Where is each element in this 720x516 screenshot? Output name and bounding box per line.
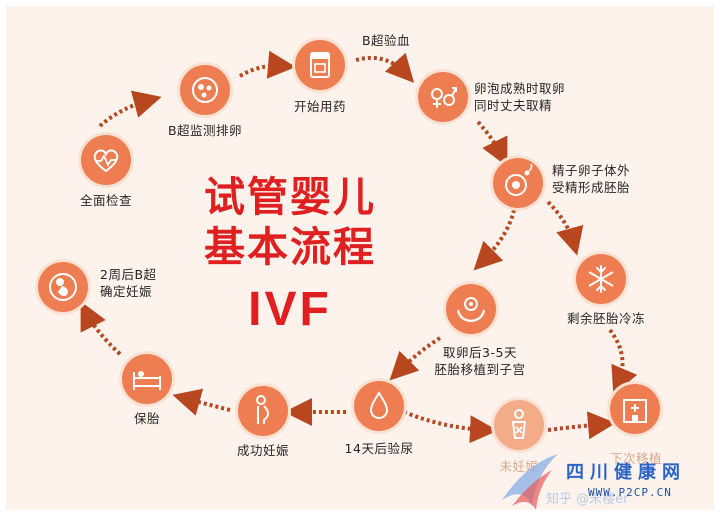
confirm-node [38, 262, 88, 312]
drop-icon [369, 391, 389, 420]
watermark-url: WWW.P2CP.CN [588, 486, 672, 499]
arrow-freeze-to-next [608, 328, 638, 396]
hospital-icon [623, 399, 647, 423]
arrow-monitor-to-medication [238, 50, 296, 79]
title-line-1: 试管婴儿 [204, 173, 376, 221]
arrow-retrieval-to-fertilization [476, 120, 508, 167]
next-cycle-label: 下次移植 [609, 451, 662, 466]
sperm-egg-icon [505, 163, 533, 196]
arrow-urine-to-notpregnant [403, 410, 498, 444]
watermark-platform: 知乎 @宋楼er [546, 492, 629, 507]
freeze-label: 剩余胚胎冷冻 [566, 311, 645, 326]
arrow-fertilization-to-freeze [546, 200, 584, 256]
transfer-node [446, 284, 496, 334]
watermark-site-name: 四川健康网 [566, 462, 686, 483]
title-abbreviation: IVF [248, 283, 332, 336]
arrow-success-to-care [172, 388, 231, 416]
diagram-title: 试管婴儿 基本流程 [200, 172, 380, 272]
fetus-icon [49, 273, 77, 301]
monitor-label: B超监测排卵 [167, 123, 243, 138]
medicine-box-icon [310, 52, 330, 78]
freeze-node [576, 254, 626, 304]
arrow-medication-to-retrieval [355, 52, 415, 83]
title-line-2: 基本流程 [204, 223, 376, 271]
success-label: 成功妊娠 [236, 443, 289, 458]
gender-symbols-icon [431, 87, 457, 108]
woman-cross-icon [511, 409, 527, 439]
arrow-fertilization-to-transfer [473, 209, 516, 271]
fertilization-label: 精子卵子体外 受精形成胚胎 [552, 163, 631, 195]
care-node [122, 354, 172, 404]
fertilization-node [493, 158, 543, 208]
next-cycle-node [610, 384, 660, 434]
medication-node [295, 40, 345, 90]
arrow-transfer-to-urine [389, 336, 442, 381]
urine-test-label: 14天后验尿 [344, 441, 414, 456]
embryo-hands-icon [456, 297, 486, 323]
retrieval-node [418, 72, 468, 122]
snowflake-icon [588, 265, 614, 293]
arrow-notpregnant-to-next [547, 411, 616, 440]
exam-label: 全面检查 [79, 193, 132, 208]
care-label: 保胎 [133, 411, 160, 426]
bed-rest-icon [133, 371, 161, 390]
success-node [238, 386, 288, 436]
arrow-exam-to-monitor [98, 90, 162, 128]
retrieval-label: 卵泡成熟时取卵 同时丈夫取精 [474, 81, 566, 113]
confirm-label: 2周后B超 确定妊娠 [100, 267, 157, 299]
heart-pulse-icon [93, 149, 119, 173]
pregnant-woman-icon [256, 395, 269, 424]
ultrasound-follicles-icon [192, 77, 218, 103]
blood-test-label: B超验血 [361, 33, 411, 48]
urine-test-node [354, 381, 404, 431]
not-pregnant-node [494, 400, 544, 450]
arrow-care-to-confirm [80, 301, 122, 356]
monitor-node [180, 65, 230, 115]
medication-label: 开始用药 [293, 99, 346, 114]
swoosh-logo-icon [502, 454, 558, 510]
exam-node [81, 135, 131, 185]
transfer-label: 取卵后3-5天 胚胎移植到子宫 [434, 345, 526, 377]
